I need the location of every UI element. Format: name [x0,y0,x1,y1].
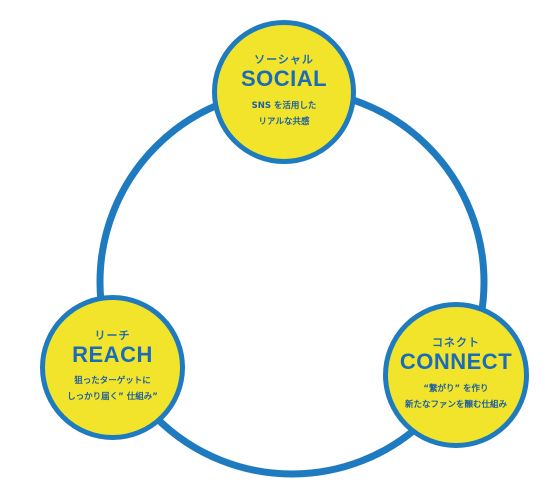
social-kana: ソーシャル [254,53,314,67]
reach-description-line-1: 狙ったターゲットに [74,376,151,386]
reach-title: REACH [72,341,153,367]
reach-kana: リーチ [94,328,131,342]
connect-description-line-2: 新たなファンを醸む仕組み [404,399,507,410]
connect-title: CONNECT [399,349,513,375]
social-node: ソーシャル SOCIAL SNS を活用した リアルな共感 [212,20,356,164]
reach-description-line-2: しっかり届く” 仕組み” [67,392,158,403]
social-title: SOCIAL [240,66,328,92]
connect-kana: コネクト [432,336,480,350]
connect-description-line-1: “繋がり” を作り [423,383,489,394]
connect-node: コネクト CONNECT “繋がり” を作り 新たなファンを醸む仕組み [383,302,529,448]
social-description-line-1: SNS を活用した [251,100,317,111]
reach-node: リーチ REACH 狙ったターゲットに しっかり届く” 仕組み” [40,295,185,440]
social-description-line-2: リアルな共感 [258,116,310,127]
